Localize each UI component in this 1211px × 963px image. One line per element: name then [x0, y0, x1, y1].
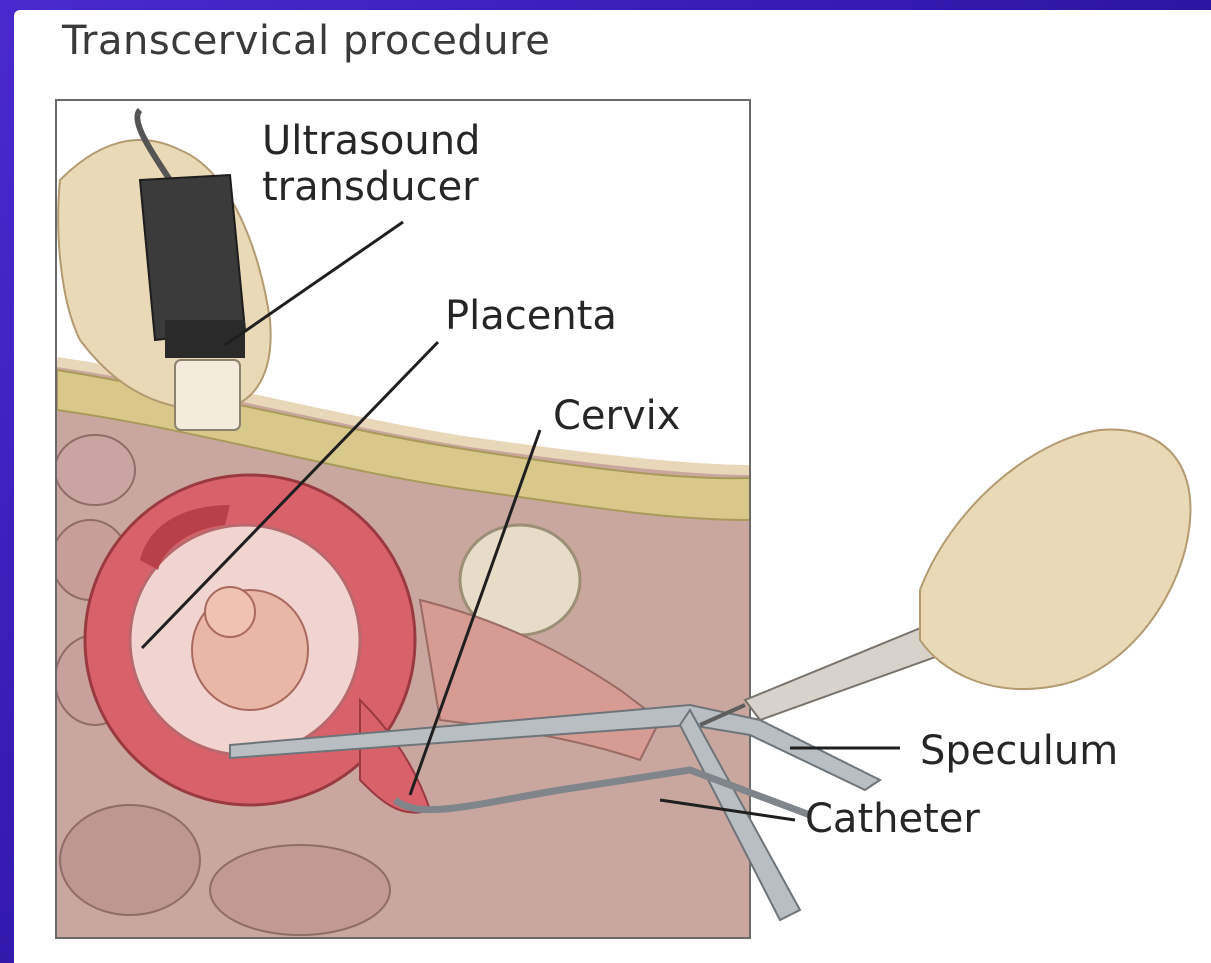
label-speculum: Speculum [920, 728, 1118, 774]
label-placenta: Placenta [445, 293, 617, 339]
label-transducer-line: transducer [262, 164, 480, 210]
label-catheter: Catheter [805, 796, 980, 842]
label-ultrasound-line: Ultrasound [262, 118, 480, 164]
operator-hand [920, 430, 1190, 689]
label-ultrasound-transducer: Ultrasound transducer [262, 118, 480, 210]
transducer-probe [140, 175, 245, 340]
label-cervix: Cervix [553, 393, 680, 439]
